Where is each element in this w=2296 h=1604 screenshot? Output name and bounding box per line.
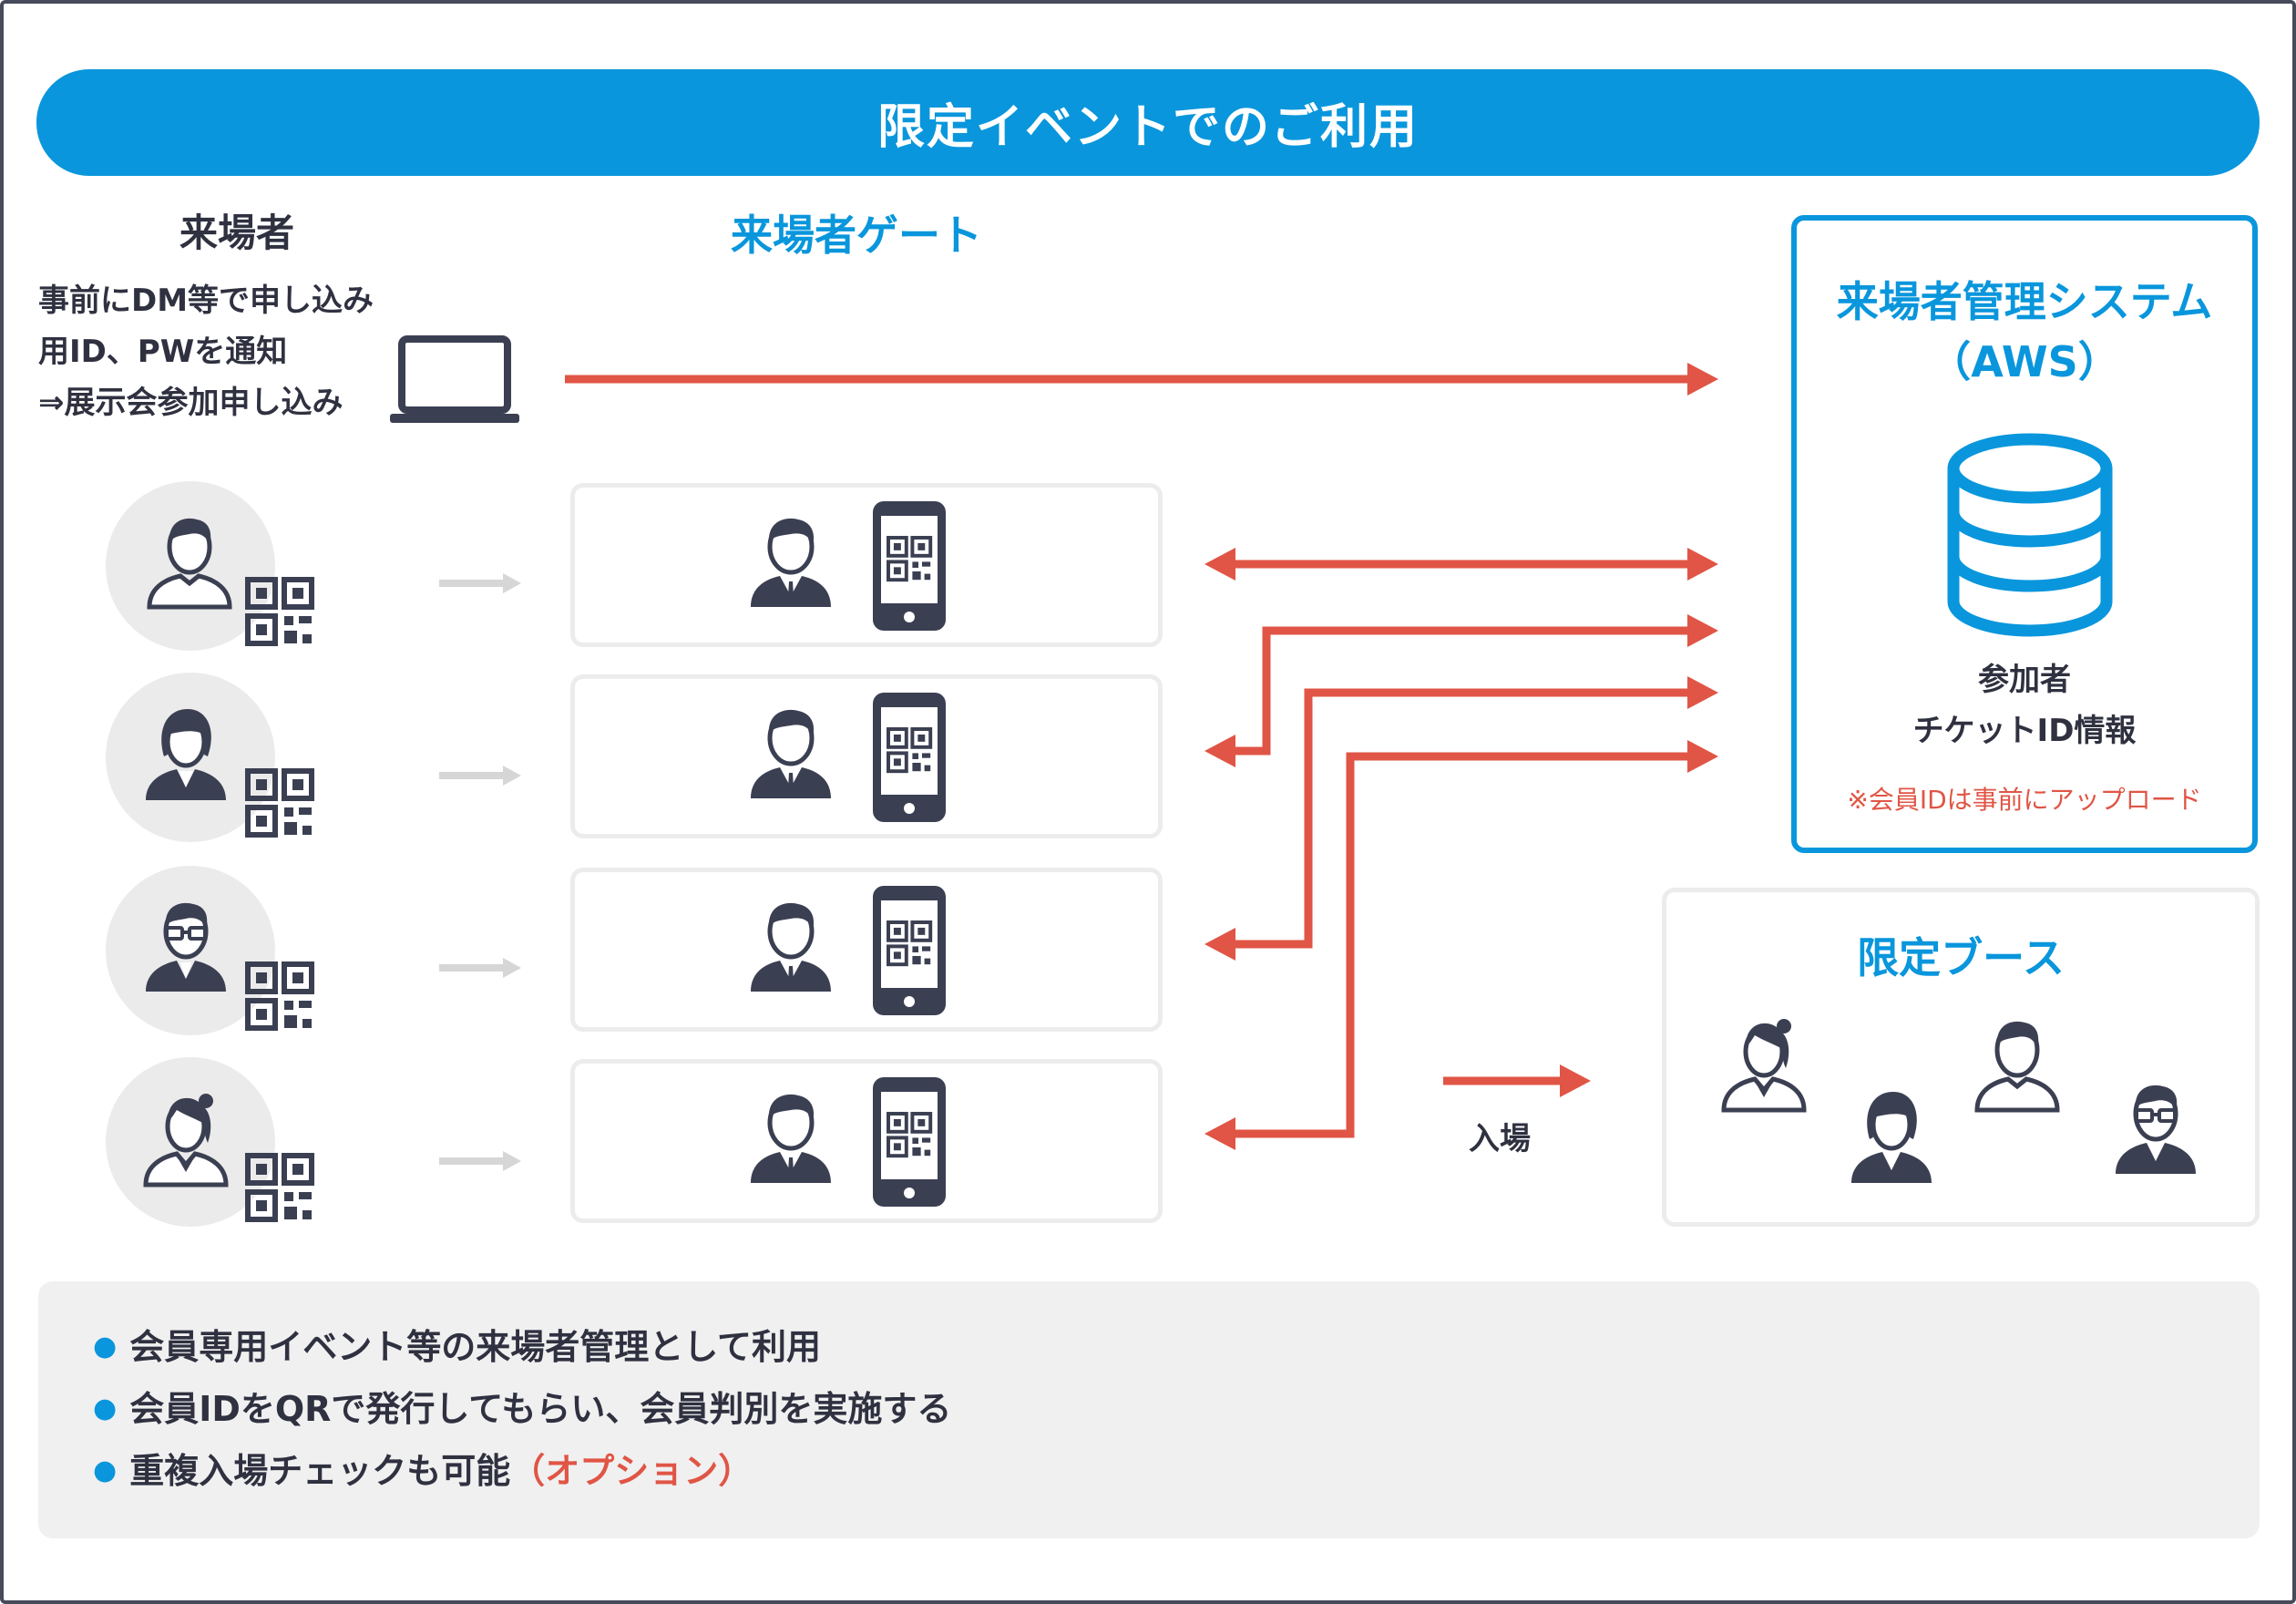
- pre-line-1: 事前にDM等で申し込み: [38, 283, 374, 319]
- person-female-short-hair-icon: [146, 709, 226, 800]
- bullet-icon: ●: [93, 1455, 118, 1486]
- summary-item-3-text: 重複入場チェックも可能: [129, 1451, 511, 1491]
- booth-person-male-glasses-icon: [2116, 1085, 2196, 1174]
- gate-staff-icon: [751, 1095, 831, 1183]
- bullet-icon: ●: [93, 1331, 118, 1362]
- smartphone-qr-icon: [873, 693, 946, 822]
- arrow-gate-3: [1204, 676, 1718, 961]
- gate-box-1: [570, 483, 1163, 647]
- gate-box-3: [570, 868, 1163, 1032]
- option-highlight: （オプション）: [510, 1451, 753, 1491]
- booth-person-female-short-hair-icon: [1851, 1092, 1932, 1183]
- person-male-icon: [149, 519, 230, 607]
- gate-column-title: 来場者ゲート: [731, 211, 982, 260]
- summary-item-1-text: 会員専用イベント等の来場者管理として利用: [129, 1327, 822, 1367]
- database-icon: [1947, 433, 2113, 637]
- visitor-column-title: 来場者: [179, 211, 294, 255]
- bullet-icon: ●: [93, 1393, 118, 1424]
- summary-item-3: ● 重複入場チェックも可能（オプション）: [93, 1440, 951, 1502]
- arrow-registration-to-system: [565, 363, 1718, 396]
- database-label-line2: チケットID情報: [1912, 713, 2137, 749]
- system-title: 来場者管理システム （AWS）: [1797, 272, 2252, 392]
- pre-registration-text: 事前にDM等で申し込み 用ID、PWを通知 ⇒展示会参加申し込み: [38, 275, 374, 428]
- person-female-long-hair-icon: [146, 1094, 226, 1185]
- system-title-line1: 来場者管理システム: [1836, 277, 2213, 326]
- arrow-gate-2: [1204, 614, 1718, 767]
- upload-note: ※会員IDは事前にアップロード: [1847, 785, 2202, 815]
- pre-line-2: 用ID、PWを通知: [38, 334, 288, 370]
- arrow-gate-1: [1204, 548, 1718, 581]
- qr-code-icon: [248, 1156, 312, 1219]
- management-system-box: 来場者管理システム （AWS） 参加者 チケットID情報 ※会員IDは事前にアッ…: [1791, 215, 2258, 853]
- summary-list: ● 会員専用イベント等の来場者管理として利用 ● 会員IDをQRで発行してもらい、会…: [93, 1316, 951, 1502]
- booth-title: 限定ブース: [1857, 933, 2065, 982]
- smartphone-qr-icon: [873, 501, 946, 631]
- summary-notes: ● 会員専用イベント等の来場者管理として利用 ● 会員IDをQRで発行してもらい、会…: [38, 1281, 2260, 1538]
- pre-line-3: ⇒展示会参加申し込み: [38, 385, 343, 421]
- page-title: 限定イベントでのご利用: [876, 100, 1419, 155]
- gray-arrow-1: [439, 573, 521, 593]
- arrow-gate-4: [1204, 740, 1718, 1150]
- arrow-enter-booth: [1443, 1064, 1591, 1097]
- summary-item-1: ● 会員専用イベント等の来場者管理として利用: [93, 1316, 951, 1378]
- gate-staff-icon: [751, 710, 831, 798]
- summary-item-2: ● 会員IDをQRで発行してもらい、会員判別を実施する: [93, 1378, 951, 1440]
- smartphone-qr-icon: [873, 1077, 946, 1207]
- enter-label: 入場: [1469, 1121, 1531, 1157]
- header-bar: 限定イベントでのご利用: [36, 69, 2260, 176]
- person-male-glasses-icon: [146, 903, 226, 992]
- gray-arrow-4: [439, 1151, 521, 1171]
- gate-staff-icon: [751, 519, 831, 607]
- summary-item-2-text: 会員IDをQRで発行してもらい、会員判別を実施する: [129, 1389, 952, 1429]
- qr-code-icon: [248, 771, 312, 835]
- database-label-line1: 参加者: [1978, 662, 2071, 698]
- gate-staff-icon: [751, 903, 831, 992]
- laptop-icon: [390, 335, 519, 423]
- qr-code-icon: [248, 580, 312, 643]
- gate-box-4: [570, 1059, 1163, 1223]
- database-label: 参加者 チケットID情報: [1797, 654, 2252, 756]
- booth-person-male-icon: [1977, 1022, 2057, 1110]
- gray-arrow-2: [439, 766, 521, 786]
- smartphone-qr-icon: [873, 886, 946, 1015]
- booth-person-female-long-hair-icon: [1724, 1019, 1804, 1110]
- qr-code-icon: [248, 964, 312, 1028]
- gray-arrow-3: [439, 958, 521, 978]
- system-title-line2: （AWS）: [1929, 337, 2120, 386]
- gate-box-2: [570, 674, 1163, 838]
